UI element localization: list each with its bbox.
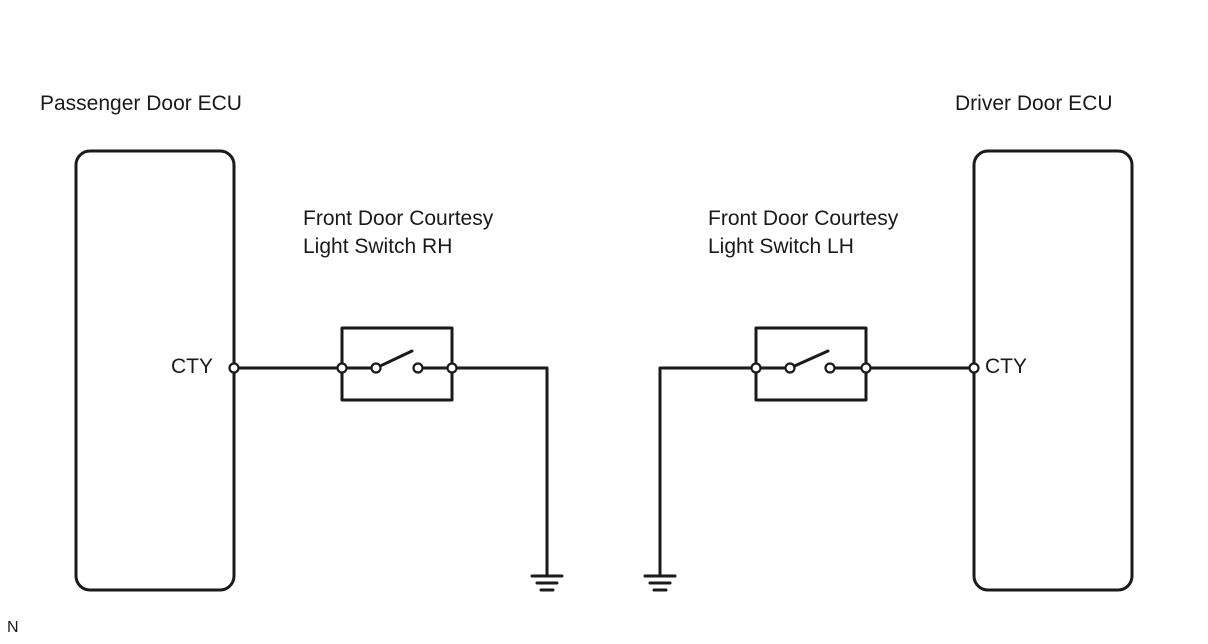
passenger-ecu-cty-terminal-icon	[228, 362, 240, 374]
switch-rh-label-line2: Light Switch RH	[303, 235, 453, 258]
switch-rh-terminal-left-icon	[336, 362, 348, 374]
passenger-door-ecu-box	[74, 149, 236, 592]
switch-lh-box	[754, 326, 868, 402]
ground-lh-icon	[643, 574, 677, 592]
driver-ecu-pin-label: CTY	[985, 355, 1027, 378]
switch-lh-contact-lever	[788, 349, 830, 370]
switch-rh-contact-left-icon	[370, 362, 382, 374]
driver-door-ecu-title: Driver Door ECU	[955, 92, 1113, 115]
passenger-ecu-pin-label: CTY	[171, 355, 213, 378]
switch-rh-terminal-right-icon	[446, 362, 458, 374]
switch-lh-label-line2: Light Switch LH	[708, 235, 854, 258]
switch-rh-contact-lever	[374, 349, 414, 370]
switch-rh-contact-right-icon	[412, 362, 424, 374]
switch-lh-terminal-right-icon	[860, 362, 872, 374]
ground-rh-icon	[530, 574, 564, 592]
switch-lh-contact-right-icon	[824, 362, 836, 374]
wire-switch-rh-to-ground	[450, 366, 549, 578]
driver-door-ecu-box	[972, 149, 1134, 592]
driver-ecu-cty-terminal-icon	[968, 362, 980, 374]
wire-ground-to-switch-lh	[658, 366, 758, 578]
switch-lh-label-line1: Front Door Courtesy	[708, 207, 899, 230]
switch-rh-label-line1: Front Door Courtesy	[303, 207, 494, 230]
corner-code-label: N	[7, 619, 19, 636]
switch-rh-box	[340, 326, 454, 402]
passenger-door-ecu-title: Passenger Door ECU	[40, 92, 242, 115]
switch-lh-contact-left-icon	[784, 362, 796, 374]
switch-lh-terminal-left-icon	[750, 362, 762, 374]
